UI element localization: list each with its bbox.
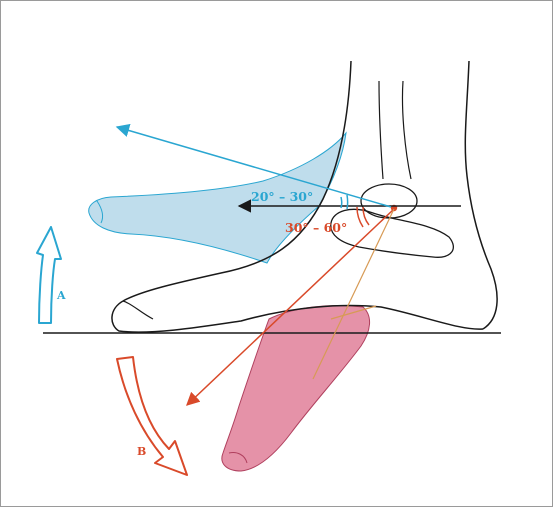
tibia-line bbox=[379, 81, 383, 179]
leg-outline-right bbox=[465, 61, 497, 329]
arrow-b-label: B bbox=[137, 446, 146, 457]
plantarflexion-angle-arc bbox=[363, 207, 369, 225]
dorsiflexion-angle-label: 20° – 30° bbox=[251, 191, 313, 204]
calcaneus-bone bbox=[331, 209, 454, 257]
plantarflexed-foot-shape bbox=[222, 306, 370, 472]
arrow-b-plantarflexion-icon bbox=[117, 357, 187, 475]
fibula-line bbox=[402, 81, 411, 179]
dorsiflexion-angle-arc bbox=[341, 197, 342, 208]
dorsiflexion-angle-arc bbox=[347, 195, 348, 209]
plantarflexion-angle-label: 30° – 60° bbox=[285, 222, 347, 235]
toe-outline bbox=[123, 301, 153, 319]
arrow-a-dorsiflexion-icon bbox=[37, 227, 61, 323]
arrow-a-label: A bbox=[57, 290, 66, 301]
